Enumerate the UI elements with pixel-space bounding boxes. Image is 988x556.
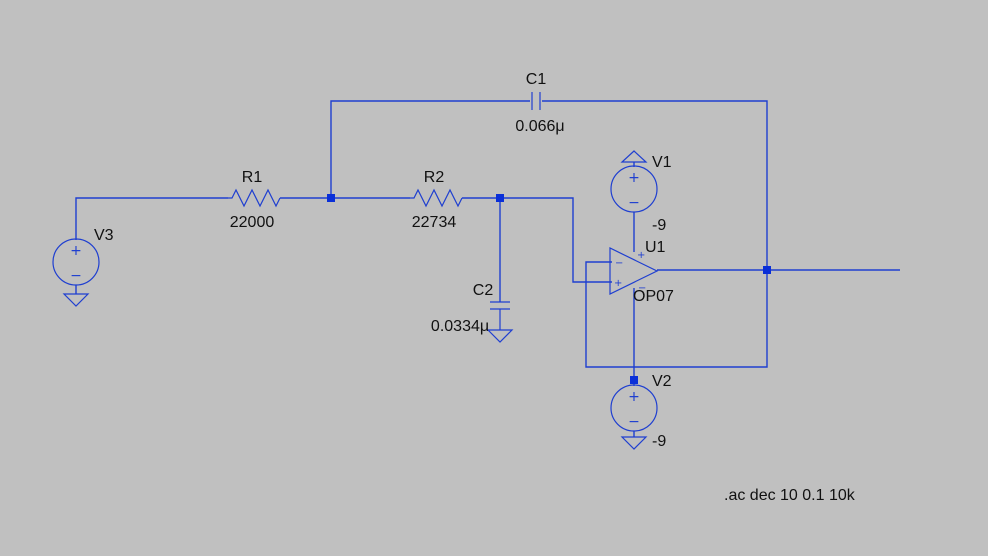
v1-value: -9 (652, 217, 666, 234)
svg-text:+: + (628, 170, 640, 186)
capacitor-icon (531, 92, 541, 110)
c2-value: 0.0334μ (431, 318, 489, 335)
voltage-source-icon: + − (52, 238, 100, 286)
r1-value: 22000 (230, 214, 275, 231)
junctions (327, 194, 771, 384)
c1-value: 0.066μ (515, 118, 564, 135)
v2-label: V2 (652, 373, 672, 390)
c2-label: C2 (473, 282, 494, 299)
junction-output[interactable] (763, 266, 771, 274)
capacitor-c1[interactable]: C1 0.066μ (515, 71, 564, 135)
resistor-icon (228, 188, 281, 208)
svg-text:−: − (628, 195, 640, 211)
svg-text:−: − (638, 283, 646, 294)
voltage-source-v2[interactable]: + − V2 -9 (610, 373, 672, 450)
wires (75, 100, 900, 386)
svg-text:−: − (70, 268, 82, 284)
svg-text:+: + (637, 250, 645, 261)
svg-text:+: + (628, 389, 640, 405)
resistor-icon (410, 188, 463, 208)
r2-label: R2 (424, 169, 445, 186)
opamp-u1[interactable]: − + + − U1 OP07 (609, 239, 674, 305)
svg-text:+: + (614, 278, 622, 289)
ground-icon (62, 293, 90, 307)
resistor-r2[interactable]: R2 22734 (410, 169, 463, 231)
svg-text:+: + (70, 243, 82, 259)
voltage-source-icon: + − (610, 384, 658, 432)
wire-c1-right-feedback[interactable] (542, 100, 768, 368)
wire-node-plus[interactable] (500, 197, 612, 283)
r2-value: 22734 (412, 214, 457, 231)
junction-r1-r2[interactable] (327, 194, 335, 202)
resistor-r1[interactable]: R1 22000 (228, 169, 281, 231)
wire-v3-r1[interactable] (75, 197, 228, 240)
v3-label: V3 (94, 227, 114, 244)
ground-icon (620, 436, 648, 450)
junction-v2[interactable] (630, 376, 638, 384)
r1-label: R1 (242, 169, 263, 186)
u1-model: OP07 (633, 288, 674, 305)
capacitor-icon (490, 301, 510, 330)
opamp-icon: − + + − (609, 247, 659, 295)
ground-icon (486, 329, 514, 343)
c1-label: C1 (526, 71, 547, 88)
svg-text:−: − (628, 414, 640, 430)
junction-r2-c2[interactable] (496, 194, 504, 202)
voltage-source-v3[interactable]: + − V3 (52, 227, 114, 307)
capacitor-c2[interactable]: C2 0.0334μ (431, 282, 514, 343)
svg-text:−: − (615, 258, 623, 269)
v2-value: -9 (652, 433, 666, 450)
voltage-source-v1[interactable]: + − V1 -9 (610, 150, 672, 234)
voltage-source-icon: + − (610, 165, 658, 213)
supply-arrow-icon (620, 150, 648, 163)
v1-label: V1 (652, 154, 672, 171)
wire-c1-left[interactable] (330, 100, 530, 198)
u1-label: U1 (645, 239, 666, 256)
sim-directive[interactable]: .ac dec 10 0.1 10k (724, 487, 856, 504)
